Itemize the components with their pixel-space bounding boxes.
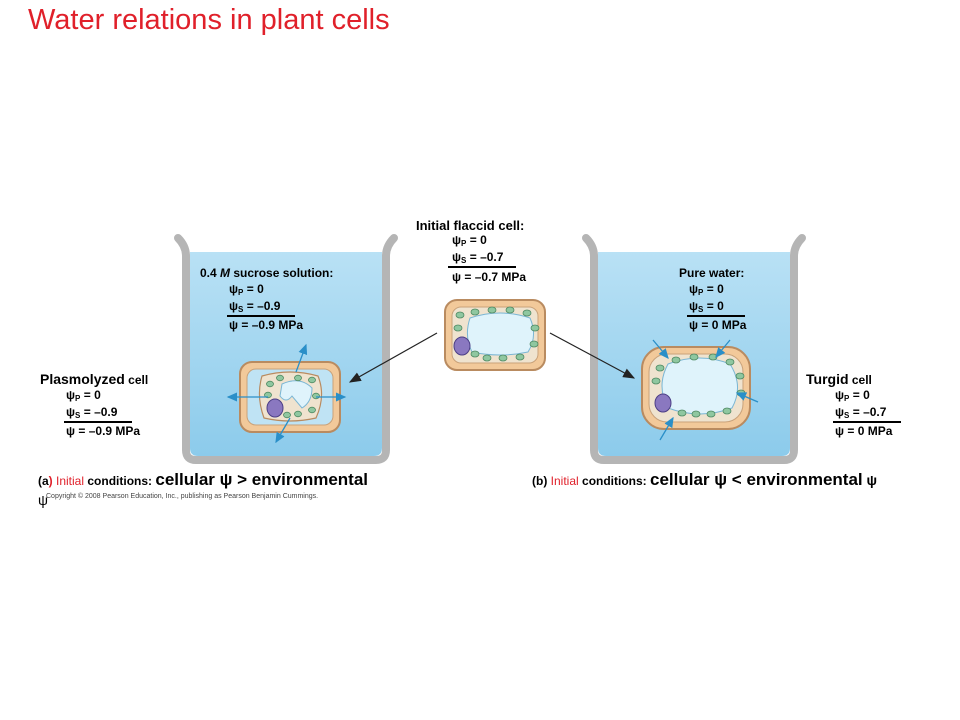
caption-b-initial: Initial — [547, 474, 579, 488]
turgid-psi: ψ = 0 MPa — [835, 424, 893, 438]
pure-water-psi-p: ψP = 0 — [689, 282, 724, 297]
flaccid-cell — [444, 299, 546, 371]
plasmolyzed-label-main: Plasmolyzed — [40, 371, 125, 387]
caption-a-initial: Initial — [52, 474, 85, 488]
page-title: Water relations in plant cells — [28, 4, 390, 36]
sucrose-solution-label: 0.4 M sucrose solution: — [200, 266, 334, 280]
caption-a-statement: cellular ψ > environmental — [155, 470, 368, 489]
sucrose-psi-p: ψP = 0 — [229, 282, 264, 297]
pure-water-divider — [687, 315, 745, 317]
arrow-to-turgid — [549, 332, 636, 379]
plasmolyzed-psi: ψ = –0.9 MPa — [66, 424, 141, 438]
caption-a-conditions: conditions: — [84, 474, 156, 488]
plasmolyzed-label-sub: cell — [124, 373, 149, 387]
plasmolyzed-label: Plasmolyzed cell — [40, 371, 148, 389]
caption-b: (b) Initial conditions: cellular ψ < env… — [532, 470, 877, 490]
turgid-label: Turgid cell — [806, 371, 872, 389]
copyright-notice: Copyright © 2008 Pearson Education, Inc.… — [46, 493, 319, 500]
turgid-psi-p: ψP = 0 — [835, 388, 870, 403]
plasmolyzed-cell — [226, 343, 347, 444]
sucrose-psi-s: ψS = –0.9 — [229, 299, 281, 314]
pure-water-psi: ψ = 0 MPa — [689, 318, 747, 332]
plasmolyzed-psi-p: ψP = 0 — [66, 388, 101, 403]
pure-water-label: Pure water: — [679, 266, 745, 280]
flaccid-heading: Initial flaccid cell: — [416, 218, 525, 233]
caption-b-tail: ψ — [862, 472, 878, 488]
pure-water-psi-s: ψS = 0 — [689, 299, 724, 314]
caption-b-prefix: (b) — [532, 474, 548, 488]
turgid-psi-s: ψS = –0.7 — [835, 405, 887, 420]
turgid-divider — [833, 421, 901, 423]
plasmolyzed-divider — [64, 421, 132, 423]
flaccid-divider — [448, 266, 516, 268]
caption-a-prefix: (a — [38, 474, 49, 488]
turgid-label-sub: cell — [848, 373, 872, 387]
turgid-cell — [641, 339, 759, 441]
sucrose-psi: ψ = –0.9 MPa — [229, 318, 304, 332]
caption-b-conditions: conditions: — [578, 474, 651, 488]
arrow-to-plasmolyzed — [348, 332, 438, 383]
caption-b-statement: cellular ψ < environmental — [650, 470, 863, 489]
caption-a: (a) Initial conditions: cellular ψ > env… — [38, 470, 368, 490]
flaccid-psi-p: ψP = 0 — [452, 233, 487, 248]
caption-a-close: ) — [48, 474, 53, 488]
flaccid-psi-s: ψS = –0.7 — [452, 250, 504, 265]
plasmolyzed-psi-s: ψS = –0.9 — [66, 405, 118, 420]
flaccid-psi: ψ = –0.7 MPa — [452, 270, 527, 284]
sucrose-divider — [227, 315, 295, 317]
turgid-label-main: Turgid — [806, 371, 849, 387]
caption-a-wrap: ψ — [38, 492, 48, 508]
